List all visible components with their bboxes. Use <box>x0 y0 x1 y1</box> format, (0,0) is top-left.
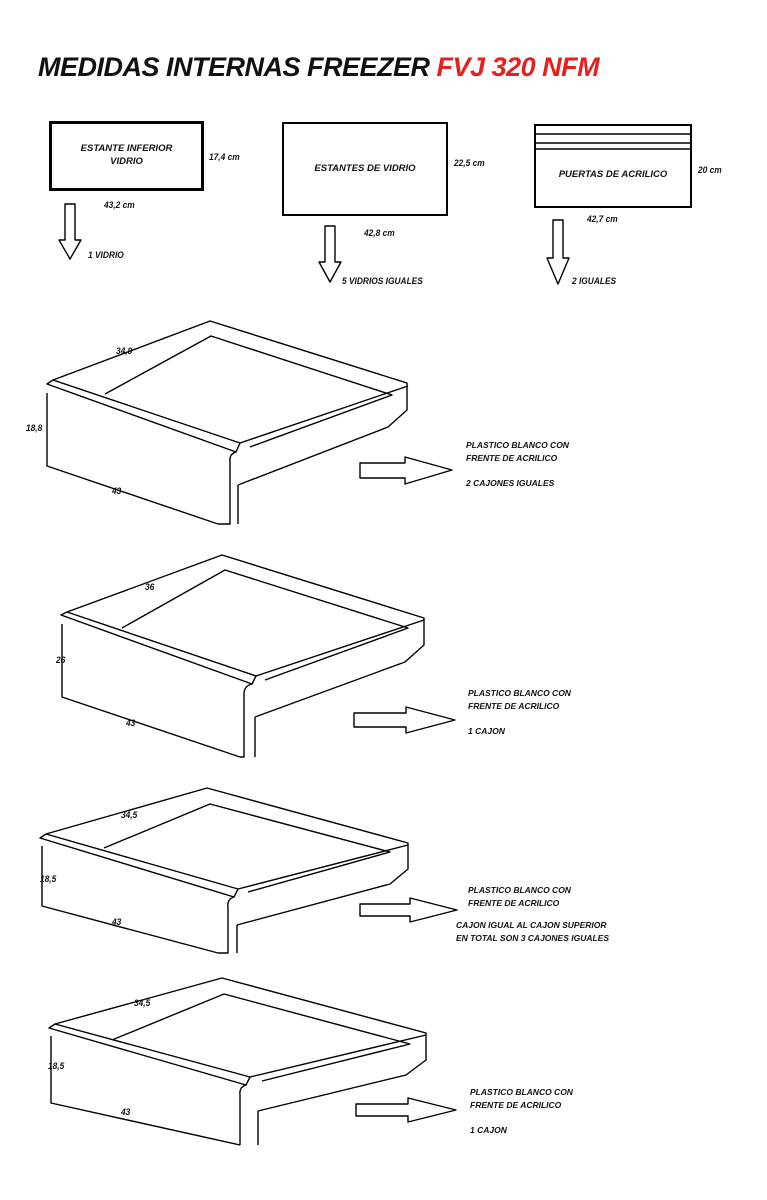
drawer-width: 43 <box>126 718 136 729</box>
door-acrylic-box: PUERTAS DE ACRILICO <box>534 124 692 208</box>
drawer-drawing <box>48 977 457 1146</box>
drawer-top-edge <box>66 554 425 718</box>
arrow-right-icon <box>355 1097 457 1123</box>
drawer-lip <box>48 1023 251 1086</box>
drawer-front-left <box>41 846 219 954</box>
drawer-front-left <box>46 393 219 525</box>
shelf-label: PUERTAS DE ACRILICO <box>558 169 668 181</box>
drawer-height: 18,8 <box>26 423 43 434</box>
drawer-front: FRENTE DE ACRILICO <box>468 898 560 908</box>
drawer-rear-edge <box>249 1034 427 1078</box>
drawer-front-right <box>218 451 237 525</box>
drawer-quantity: 1 CAJON <box>470 1125 507 1135</box>
shelf-width: 42,7 cm <box>587 214 618 225</box>
drawer-material: PLASTICO BLANCO CON <box>468 885 571 895</box>
drawer-drawing <box>60 554 456 758</box>
title-model: FVJ 320 NFM <box>436 52 600 82</box>
drawer-lip <box>46 379 241 453</box>
drawer-lip <box>39 833 239 898</box>
drawer-depth: 34,5 <box>121 810 138 821</box>
arrow-down-icon <box>58 203 82 260</box>
drawer-quantity-extra: EN TOTAL SON 3 CAJONES IGUALES <box>456 933 610 943</box>
drawer-note: PLASTICO BLANCO CON FRENTE DE ACRILICO 1… <box>468 687 571 738</box>
drawer-front-left <box>61 624 241 758</box>
drawer-quantity: 2 CAJONES IGUALES <box>466 478 555 488</box>
drawer-height: 18,5 <box>40 874 57 885</box>
drawer-depth: 34,9 <box>116 346 133 357</box>
shelf-height: 22,5 cm <box>454 158 485 169</box>
drawer-depth: 34,5 <box>134 998 151 1009</box>
drawer-front: FRENTE DE ACRILICO <box>470 1100 562 1110</box>
drawer-note: PLASTICO BLANCO CON FRENTE DE ACRILICO <box>468 884 571 910</box>
page-title: MEDIDAS INTERNAS FREEZER FVJ 320 NFM <box>38 52 600 83</box>
drawer-depth: 36 <box>145 582 155 593</box>
drawer-drawing <box>46 320 453 525</box>
drawer-note: PLASTICO BLANCO CON FRENTE DE ACRILICO 2… <box>466 439 569 490</box>
drawer-width: 43 <box>121 1107 131 1118</box>
drawer-front-right <box>218 896 235 954</box>
drawer-width: 43 <box>112 917 122 928</box>
arrow-right-icon <box>359 897 458 923</box>
drawer-rear-edge <box>239 385 409 444</box>
arrow-down-icon <box>318 225 342 283</box>
shelf-height: 20 cm <box>698 165 722 176</box>
drawer-inner <box>104 335 393 448</box>
drawer-note: PLASTICO BLANCO CON FRENTE DE ACRILICO 1… <box>470 1086 573 1137</box>
arrow-right-icon <box>353 706 456 734</box>
shelf-glass-box: ESTANTES DE VIDRIO <box>282 122 448 216</box>
drawer-top-edge <box>45 787 409 926</box>
drawer-front: FRENTE DE ACRILICO <box>466 453 558 463</box>
drawer-front-right <box>240 683 253 758</box>
arrow-right-icon <box>359 456 453 485</box>
drawer-rear-edge <box>255 619 425 677</box>
drawer-lip <box>60 611 257 685</box>
shelf-label: ESTANTE INFERIOR VIDRIO <box>80 143 173 167</box>
shelf-quantity: 5 VIDRIOS IGUALES <box>342 276 423 287</box>
drawer-material: PLASTICO BLANCO CON <box>466 440 569 450</box>
drawer-height: 18,5 <box>48 1061 65 1072</box>
shelf-height: 17,4 cm <box>209 152 240 163</box>
drawer-drawing <box>39 787 458 954</box>
drawer-front: FRENTE DE ACRILICO <box>468 701 560 711</box>
shelf-width: 43,2 cm <box>104 200 135 211</box>
shelf-width: 42,8 cm <box>364 228 395 239</box>
drawer-inner <box>111 993 411 1082</box>
drawer-quantity: CAJON IGUAL AL CAJON SUPERIOR <box>456 920 607 930</box>
drawer-height: 26 <box>56 655 66 666</box>
drawer-top-edge <box>52 320 408 486</box>
drawer-front-left <box>50 1036 241 1146</box>
drawer-top-edge <box>54 977 427 1112</box>
drawer-material: PLASTICO BLANCO CON <box>468 688 571 698</box>
drawer-inner <box>103 803 391 893</box>
shelf-label: ESTANTES DE VIDRIO <box>314 162 416 174</box>
drawer-inner <box>121 569 409 681</box>
drawer-width: 43 <box>112 486 122 497</box>
shelf-lower-glass-box: ESTANTE INFERIOR VIDRIO <box>49 121 204 191</box>
arrow-down-icon <box>546 219 570 285</box>
drawer-rear-edge <box>237 844 409 890</box>
drawer-front-right <box>239 1084 247 1145</box>
drawer-note: CAJON IGUAL AL CAJON SUPERIOR EN TOTAL S… <box>456 919 609 945</box>
shelf-quantity: 1 VIDRIO <box>88 250 124 261</box>
drawer-material: PLASTICO BLANCO CON <box>470 1087 573 1097</box>
drawer-quantity: 1 CAJON <box>468 726 505 736</box>
shelf-quantity: 2 IGUALES <box>572 276 617 287</box>
title-main: MEDIDAS INTERNAS FREEZER <box>38 52 430 82</box>
